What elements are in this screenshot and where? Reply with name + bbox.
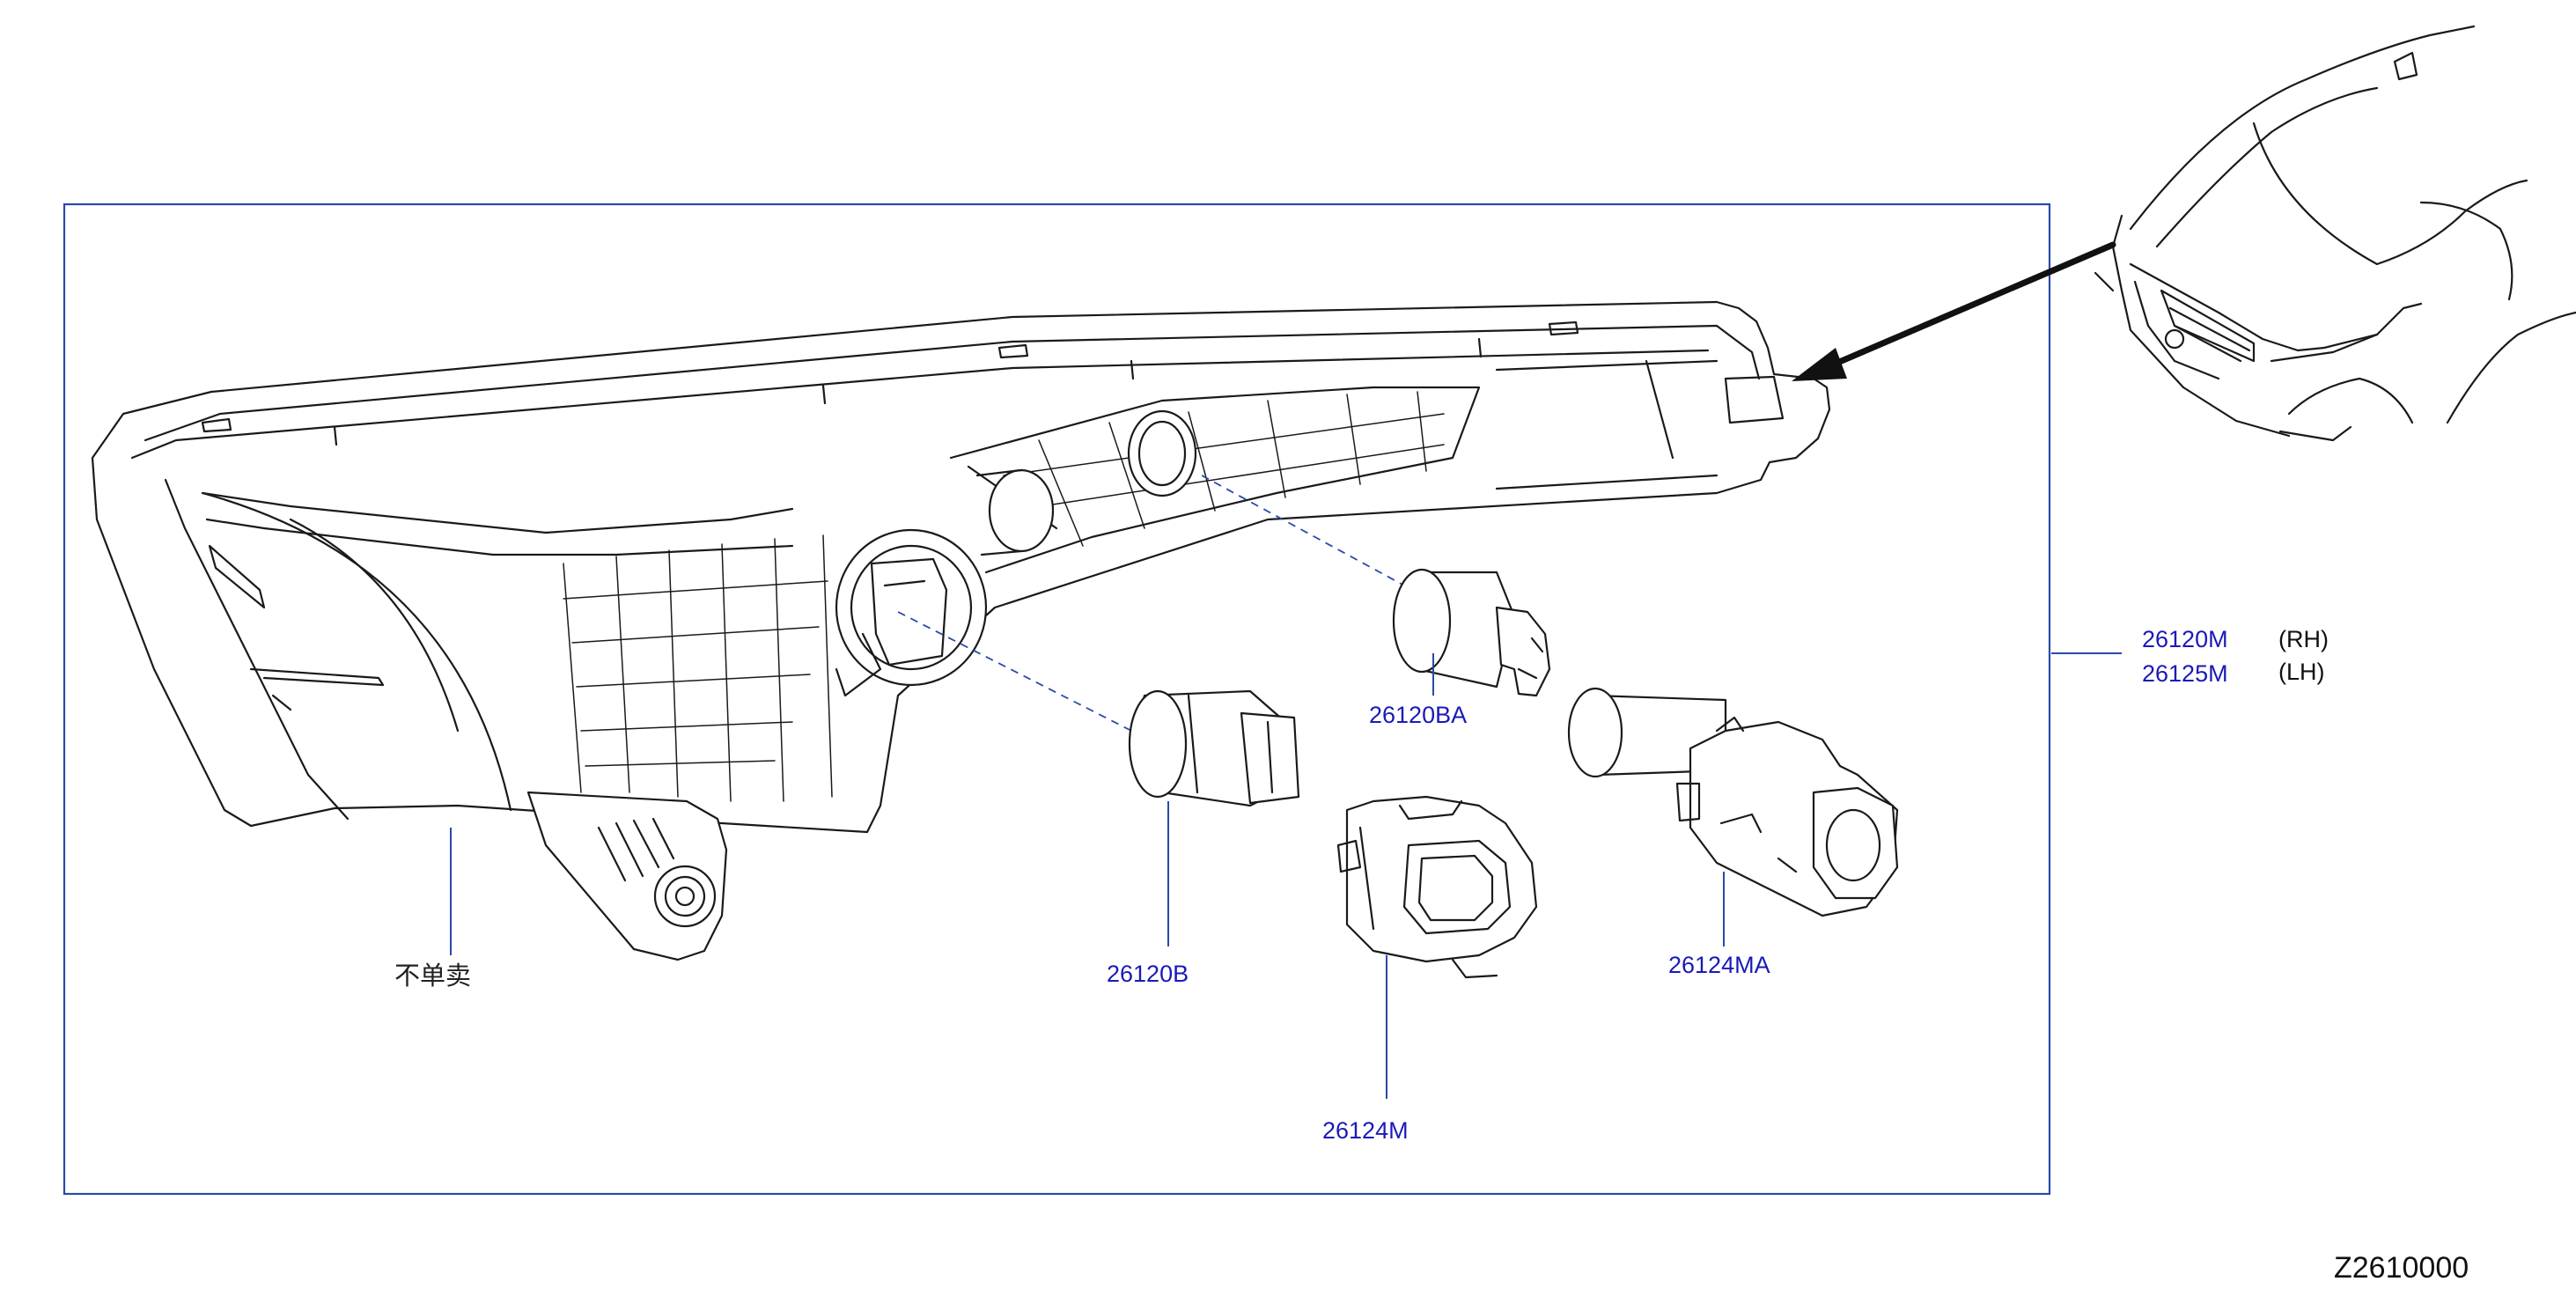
location-arrow-head xyxy=(1792,348,1847,381)
dash-line-small-bulb xyxy=(1201,475,1405,586)
label-26124M[interactable]: 26124M xyxy=(1322,1117,1409,1144)
socket-main-drawing xyxy=(1336,795,1538,979)
location-arrow-shaft xyxy=(1828,241,2116,369)
label-26125M[interactable]: 26125M xyxy=(2142,660,2228,687)
lamp-housing-drawing xyxy=(91,300,1831,961)
socket-small-drawing xyxy=(1567,687,1899,917)
vehicle-location-inset xyxy=(2094,25,2576,442)
label-side-lh: (LH) xyxy=(2278,659,2325,685)
label-26124MA[interactable]: 26124MA xyxy=(1668,952,1770,978)
assembly-frame xyxy=(63,203,2051,1196)
dash-line-main-bulb xyxy=(897,611,1141,736)
bulb-small-drawing xyxy=(1392,568,1551,697)
label-side-rh: (RH) xyxy=(2278,626,2329,652)
label-26120BA[interactable]: 26120BA xyxy=(1369,702,1467,728)
label-26120B[interactable]: 26120B xyxy=(1107,961,1189,987)
label-not-sold-separately: 不单卖 xyxy=(394,961,471,991)
diagram-code: Z2610000 xyxy=(2334,1251,2469,1285)
bulb-main-drawing xyxy=(1128,689,1300,807)
label-26120M[interactable]: 26120M xyxy=(2142,626,2228,652)
